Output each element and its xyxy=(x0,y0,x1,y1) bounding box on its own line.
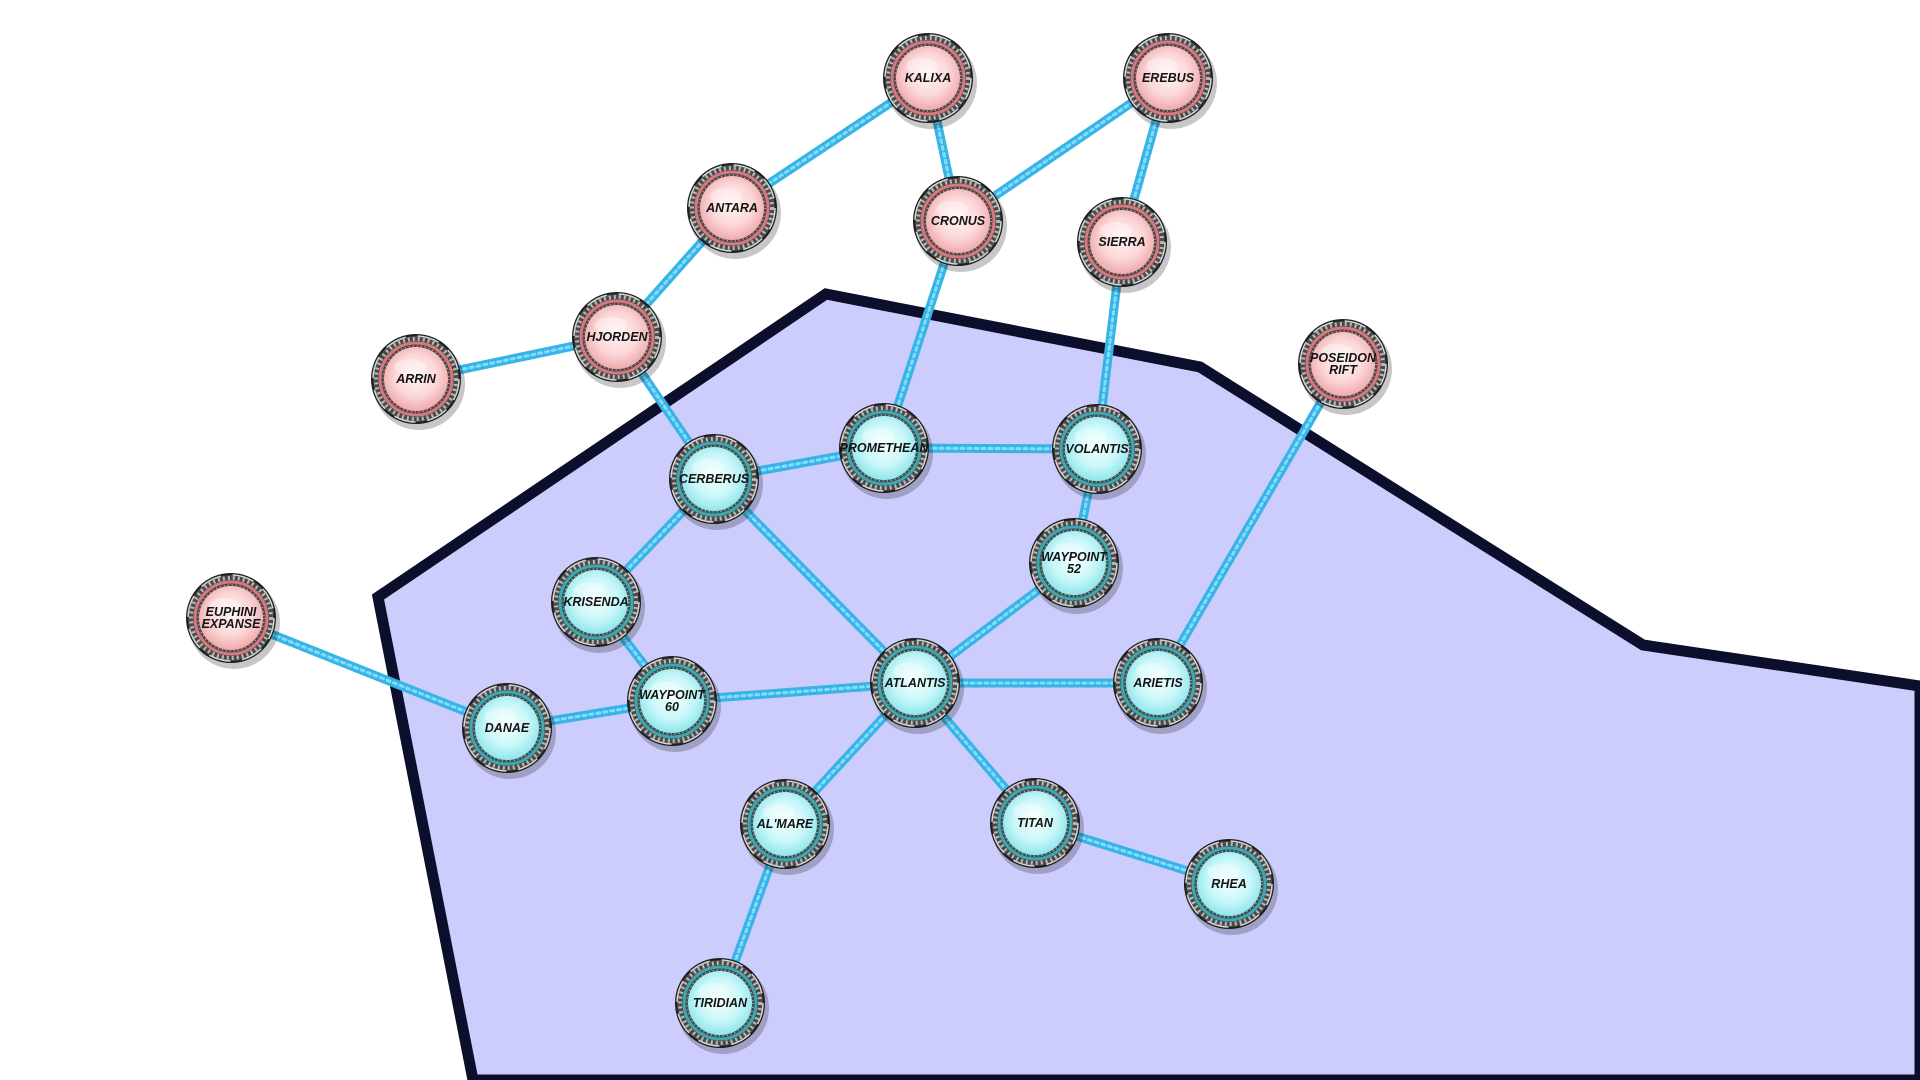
hyperlane-euphini-expanse-danae[interactable] xyxy=(226,613,512,733)
star-system-atlantis[interactable]: ATLANTIS xyxy=(870,638,964,734)
star-system-hjorden[interactable]: HJORDEN xyxy=(572,292,666,388)
hyperlane-poseidon-rift-arietis[interactable] xyxy=(1153,359,1348,688)
star-system-rhea[interactable]: RHEA xyxy=(1184,839,1278,935)
star-system-kalixa[interactable]: KALIXA xyxy=(883,33,977,129)
star-system-tiridian[interactable]: TIRIDIAN xyxy=(675,958,769,1054)
star-system-arrin[interactable]: ARRIN xyxy=(371,334,465,430)
star-system-layer: KALIXA EREBUS ANTARA CRONUS SIERRA HJORDEN ARR… xyxy=(186,33,1392,1054)
star-system-danae[interactable]: DANAE xyxy=(462,683,556,779)
star-system-titan[interactable]: TITAN xyxy=(990,778,1084,874)
star-system-erebus[interactable]: EREBUS xyxy=(1123,33,1217,129)
star-system-krisenda[interactable]: KRISENDA xyxy=(551,557,645,653)
star-system-cerberus[interactable]: CERBERUS xyxy=(669,434,763,530)
star-system-cronus[interactable]: CRONUS xyxy=(913,176,1007,272)
star-system-sierra[interactable]: SIERRA xyxy=(1077,197,1171,293)
star-system-antara[interactable]: ANTARA xyxy=(687,163,781,259)
hyperlane-cerberus-atlantis[interactable] xyxy=(709,474,920,688)
